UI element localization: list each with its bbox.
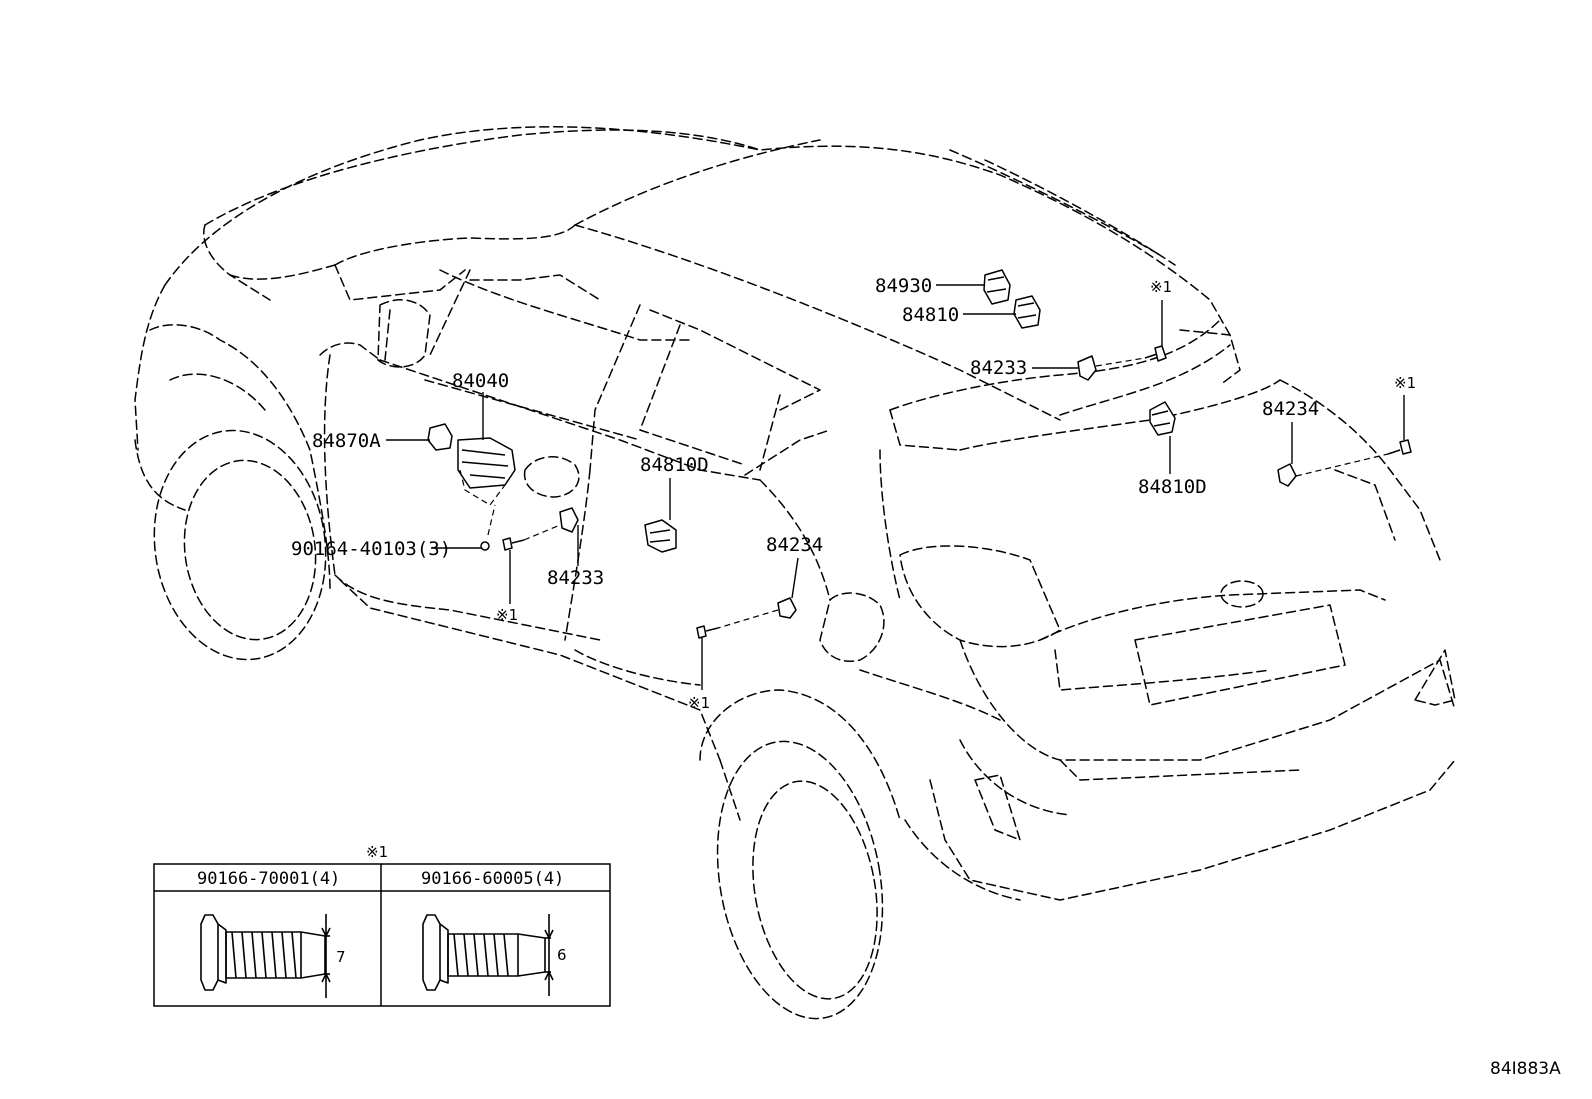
screw-90166-70001-dimension: 7 xyxy=(336,948,346,966)
diagram-reference-id: 84I883A xyxy=(1490,1059,1561,1079)
part-84234-right-clip xyxy=(1277,463,1297,487)
screw-table-col2-part: 90166-60005(4) xyxy=(421,869,564,889)
note-mark-lower: ※1 xyxy=(688,694,710,712)
screw-table: ※1 90166-70001(4) 90166-60005(4) 7 xyxy=(153,843,611,1007)
screw-90166-60005-dimension: 6 xyxy=(557,946,567,964)
part-screw-90164 xyxy=(480,541,490,551)
part-labels: 84930 84810 84233 ※1 84810D 84234 ※1 840… xyxy=(291,275,1416,712)
label-84870A: 84870A xyxy=(312,430,381,452)
screw-90166-60005-drawing: 6 xyxy=(422,914,567,996)
label-84234-right: 84234 xyxy=(1262,398,1319,420)
label-84234-mid: 84234 xyxy=(766,534,823,556)
leader-lines xyxy=(386,284,1405,690)
vehicle-outline xyxy=(134,126,1456,1020)
part-84234-mid-clip xyxy=(777,597,797,619)
part-84810-switch xyxy=(1013,295,1041,329)
label-90164: 90164-40103(3) xyxy=(291,538,451,560)
label-84040: 84040 xyxy=(452,370,509,392)
note-mark-top: ※1 xyxy=(1150,278,1172,296)
label-84233-top: 84233 xyxy=(970,357,1027,379)
label-84810: 84810 xyxy=(902,304,959,326)
part-84870A-switch xyxy=(427,423,453,451)
screw-table-note: ※1 xyxy=(366,843,388,861)
part-84810D-right-switch xyxy=(1149,401,1176,436)
screw-table-col1-part: 90166-70001(4) xyxy=(197,869,340,889)
label-84810D-right: 84810D xyxy=(1138,476,1207,498)
part-84810D-mid-switch xyxy=(644,519,677,553)
part-84233-top-clip xyxy=(1077,355,1097,381)
screw-90166-70001-drawing: 7 xyxy=(200,914,346,998)
note-mark-mid: ※1 xyxy=(496,606,518,624)
part-screw-top-right xyxy=(1144,345,1167,362)
label-84810D-mid: 84810D xyxy=(640,454,709,476)
part-screw-lower xyxy=(696,625,719,639)
part-84040-switch-assembly xyxy=(457,437,516,506)
note-mark-right: ※1 xyxy=(1394,374,1416,392)
part-84233-mid-clip xyxy=(559,507,579,533)
part-84930-switch xyxy=(983,269,1011,305)
part-screw-mid-left xyxy=(502,537,525,551)
part-screw-far-right xyxy=(1387,439,1412,455)
label-84233-mid: 84233 xyxy=(547,567,604,589)
label-84930: 84930 xyxy=(875,275,932,297)
